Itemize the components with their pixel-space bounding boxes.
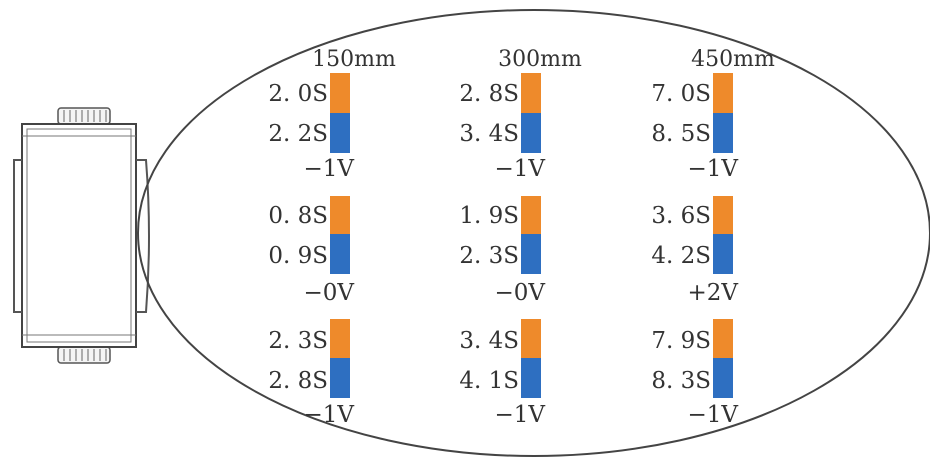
voltage-label: −1V bbox=[687, 156, 738, 182]
reading-cell: 3. 6S 4. 2S +2V bbox=[651, 196, 738, 306]
device-top-knob bbox=[57, 107, 111, 125]
bottom-time-label: 3. 4S bbox=[459, 121, 519, 147]
bottom-bar bbox=[713, 358, 733, 398]
bottom-bar bbox=[713, 113, 733, 153]
reading-cell: 7. 0S 8. 5S −1V bbox=[651, 73, 738, 182]
top-time-label: 2. 3S bbox=[268, 328, 328, 354]
bottom-time-label: 8. 3S bbox=[651, 368, 711, 394]
bottom-bar bbox=[521, 358, 541, 398]
top-bar bbox=[330, 319, 350, 358]
bottom-time-label: 2. 3S bbox=[459, 243, 519, 269]
device-body bbox=[21, 123, 137, 348]
device-left-handle bbox=[13, 159, 22, 313]
bottom-time-label: 4. 2S bbox=[651, 243, 711, 269]
bottom-bar bbox=[330, 234, 350, 274]
bottom-bar bbox=[713, 234, 733, 274]
voltage-label: −1V bbox=[494, 156, 545, 182]
bottom-bar bbox=[521, 113, 541, 153]
device-right-handle bbox=[136, 159, 150, 313]
top-bar bbox=[330, 73, 350, 113]
distance-header-450: 450mm bbox=[691, 47, 775, 72]
reading-cell: 2. 3S 2. 8S −1V bbox=[268, 319, 354, 428]
top-bar bbox=[713, 73, 733, 113]
top-bar bbox=[521, 319, 541, 358]
top-time-label: 7. 9S bbox=[651, 328, 711, 354]
bottom-time-label: 0. 9S bbox=[268, 243, 328, 269]
top-bar bbox=[521, 73, 541, 113]
bottom-time-label: 2. 2S bbox=[268, 121, 328, 147]
top-time-label: 1. 9S bbox=[459, 203, 519, 229]
top-time-label: 3. 4S bbox=[459, 328, 519, 354]
detection-field-ellipse bbox=[137, 9, 930, 457]
reading-cell: 0. 8S 0. 9S −0V bbox=[268, 196, 354, 306]
top-bar bbox=[330, 196, 350, 234]
voltage-label: −0V bbox=[303, 280, 354, 306]
reading-cell: 1. 9S 2. 3S −0V bbox=[459, 196, 545, 306]
voltage-label: −1V bbox=[303, 156, 354, 182]
top-time-label: 7. 0S bbox=[651, 81, 711, 107]
top-time-label: 2. 8S bbox=[459, 81, 519, 107]
top-bar bbox=[713, 319, 733, 358]
distance-header-300: 300mm bbox=[498, 47, 582, 72]
device-bottom-knob bbox=[57, 346, 111, 364]
voltage-label: −1V bbox=[687, 402, 738, 428]
reading-cell: 7. 9S 8. 3S −1V bbox=[651, 319, 738, 428]
top-time-label: 0. 8S bbox=[268, 203, 328, 229]
bottom-bar bbox=[330, 113, 350, 153]
bottom-time-label: 2. 8S bbox=[268, 368, 328, 394]
reading-cell: 2. 8S 3. 4S −1V bbox=[459, 73, 545, 182]
voltage-label: +2V bbox=[687, 280, 738, 306]
reading-cell: 3. 4S 4. 1S −1V bbox=[459, 319, 545, 428]
voltage-label: −0V bbox=[494, 280, 545, 306]
top-bar bbox=[521, 196, 541, 234]
top-time-label: 3. 6S bbox=[651, 203, 711, 229]
bottom-time-label: 8. 5S bbox=[651, 121, 711, 147]
voltage-label: −1V bbox=[494, 402, 545, 428]
bottom-bar bbox=[521, 234, 541, 274]
reading-cell: 2. 0S 2. 2S −1V bbox=[268, 73, 354, 182]
voltage-label: −1V bbox=[303, 402, 354, 428]
top-time-label: 2. 0S bbox=[268, 81, 328, 107]
distance-header-150: 150mm bbox=[312, 47, 396, 72]
bottom-bar bbox=[330, 358, 350, 398]
top-bar bbox=[713, 196, 733, 234]
device-drawing bbox=[13, 107, 150, 364]
bottom-time-label: 4. 1S bbox=[459, 368, 519, 394]
